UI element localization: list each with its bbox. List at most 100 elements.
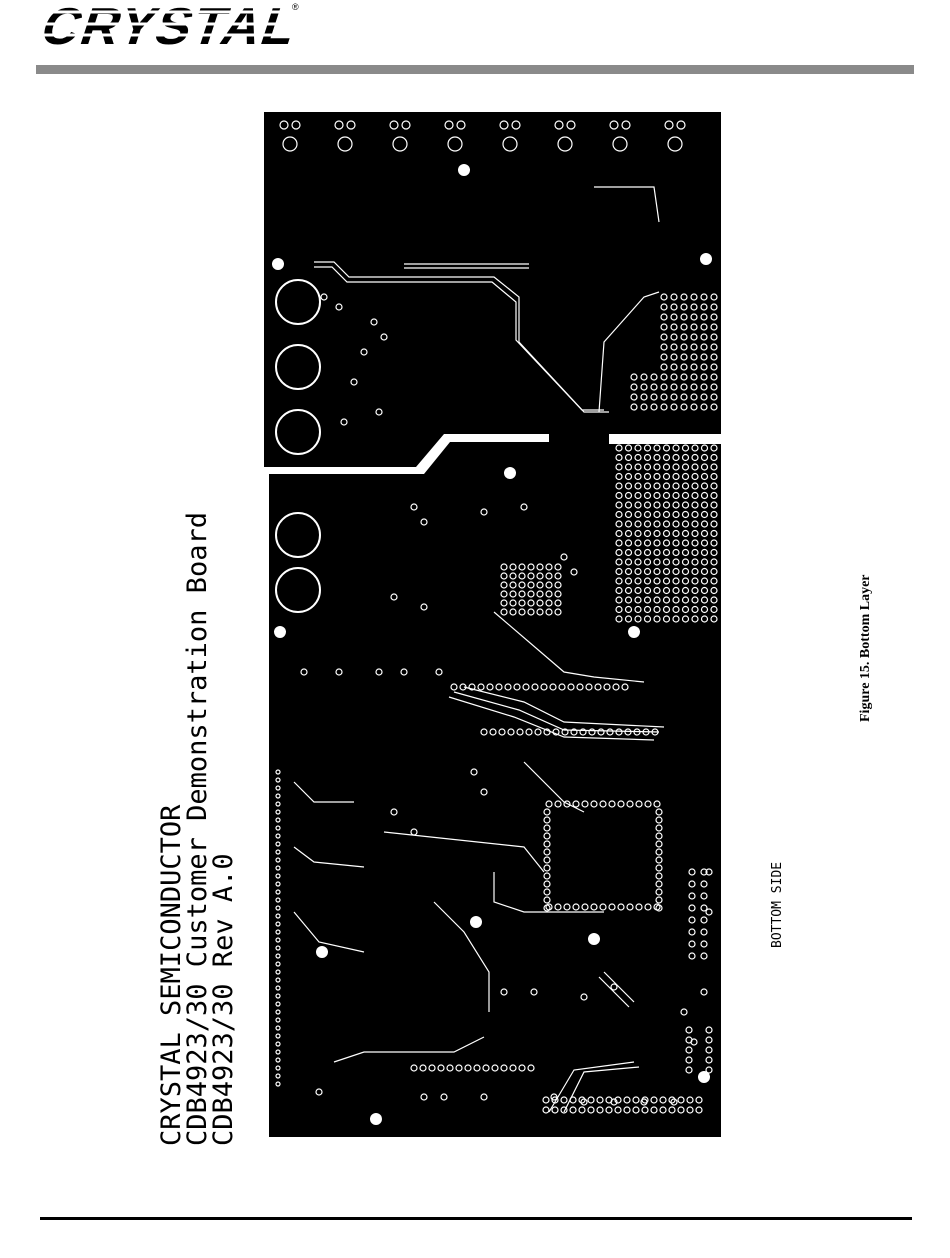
pad bbox=[528, 564, 534, 570]
pad bbox=[671, 294, 677, 300]
pad bbox=[673, 616, 679, 622]
pad bbox=[568, 684, 574, 690]
pad bbox=[276, 1050, 280, 1054]
pad bbox=[546, 600, 552, 606]
pad bbox=[661, 314, 667, 320]
pad bbox=[673, 607, 679, 613]
pad bbox=[573, 801, 579, 807]
connector-ring bbox=[276, 410, 320, 454]
pad bbox=[276, 858, 280, 862]
pad bbox=[711, 474, 717, 480]
pad bbox=[626, 540, 632, 546]
pad bbox=[591, 801, 597, 807]
pad bbox=[616, 512, 622, 518]
pad bbox=[635, 521, 641, 527]
pad bbox=[276, 890, 280, 894]
pad bbox=[656, 809, 662, 815]
pad bbox=[683, 616, 689, 622]
pad bbox=[706, 1067, 712, 1073]
pad bbox=[656, 873, 662, 879]
pad bbox=[683, 550, 689, 556]
pad bbox=[276, 1042, 280, 1046]
pad bbox=[711, 314, 717, 320]
pad bbox=[501, 573, 507, 579]
pad bbox=[641, 374, 647, 380]
pad bbox=[510, 564, 516, 570]
pad bbox=[616, 531, 622, 537]
pad bbox=[546, 801, 552, 807]
pad bbox=[627, 801, 633, 807]
pad bbox=[671, 404, 677, 410]
pad bbox=[508, 729, 514, 735]
crystal-logo-graphic: CRYSTAL bbox=[34, 0, 304, 48]
pad bbox=[681, 374, 687, 380]
pad bbox=[689, 953, 695, 959]
via bbox=[351, 379, 357, 385]
pad bbox=[692, 616, 698, 622]
pad bbox=[671, 374, 677, 380]
pad bbox=[500, 121, 508, 129]
pad bbox=[664, 502, 670, 508]
pad bbox=[544, 849, 550, 855]
pad bbox=[631, 384, 637, 390]
pad bbox=[537, 609, 543, 615]
crystal-logo: CRYSTAL bbox=[34, 0, 304, 48]
via bbox=[436, 669, 442, 675]
pad bbox=[607, 729, 613, 735]
mounting-hole bbox=[588, 933, 600, 945]
pad bbox=[664, 540, 670, 546]
pad bbox=[654, 521, 660, 527]
pad bbox=[692, 502, 698, 508]
pad bbox=[711, 394, 717, 400]
pad bbox=[654, 559, 660, 565]
pad bbox=[595, 684, 601, 690]
pad bbox=[635, 569, 641, 575]
pad bbox=[673, 521, 679, 527]
pad bbox=[664, 483, 670, 489]
pad bbox=[501, 1065, 507, 1071]
pad bbox=[544, 865, 550, 871]
mounting-hole bbox=[700, 253, 712, 265]
pad bbox=[702, 502, 708, 508]
pad bbox=[276, 994, 280, 998]
pad bbox=[683, 540, 689, 546]
pad bbox=[661, 384, 667, 390]
pad bbox=[567, 121, 575, 129]
pad bbox=[683, 588, 689, 594]
pad bbox=[555, 904, 561, 910]
pad bbox=[696, 1097, 702, 1103]
pad bbox=[645, 550, 651, 556]
pad bbox=[671, 304, 677, 310]
pad bbox=[671, 324, 677, 330]
pad bbox=[711, 540, 717, 546]
via bbox=[571, 569, 577, 575]
pad bbox=[645, 464, 651, 470]
pad bbox=[701, 304, 707, 310]
connector-ring bbox=[276, 280, 320, 324]
pad bbox=[681, 344, 687, 350]
pad bbox=[677, 121, 685, 129]
pad bbox=[711, 588, 717, 594]
pad bbox=[654, 540, 660, 546]
figure-caption: Figure 15. Bottom Layer bbox=[858, 575, 874, 723]
pad bbox=[390, 121, 398, 129]
pad bbox=[276, 978, 280, 982]
pad bbox=[490, 729, 496, 735]
pad bbox=[276, 818, 280, 822]
pad bbox=[701, 881, 707, 887]
pad bbox=[589, 729, 595, 735]
pad bbox=[711, 294, 717, 300]
pad bbox=[701, 394, 707, 400]
pad bbox=[711, 374, 717, 380]
pad bbox=[276, 810, 280, 814]
pad bbox=[626, 559, 632, 565]
pad bbox=[622, 684, 628, 690]
pad bbox=[616, 729, 622, 735]
pad bbox=[505, 684, 511, 690]
pad bbox=[683, 493, 689, 499]
pad bbox=[702, 445, 708, 451]
pad bbox=[626, 588, 632, 594]
pcb-bottom-layer bbox=[264, 112, 721, 1137]
pad bbox=[664, 569, 670, 575]
pad bbox=[537, 582, 543, 588]
